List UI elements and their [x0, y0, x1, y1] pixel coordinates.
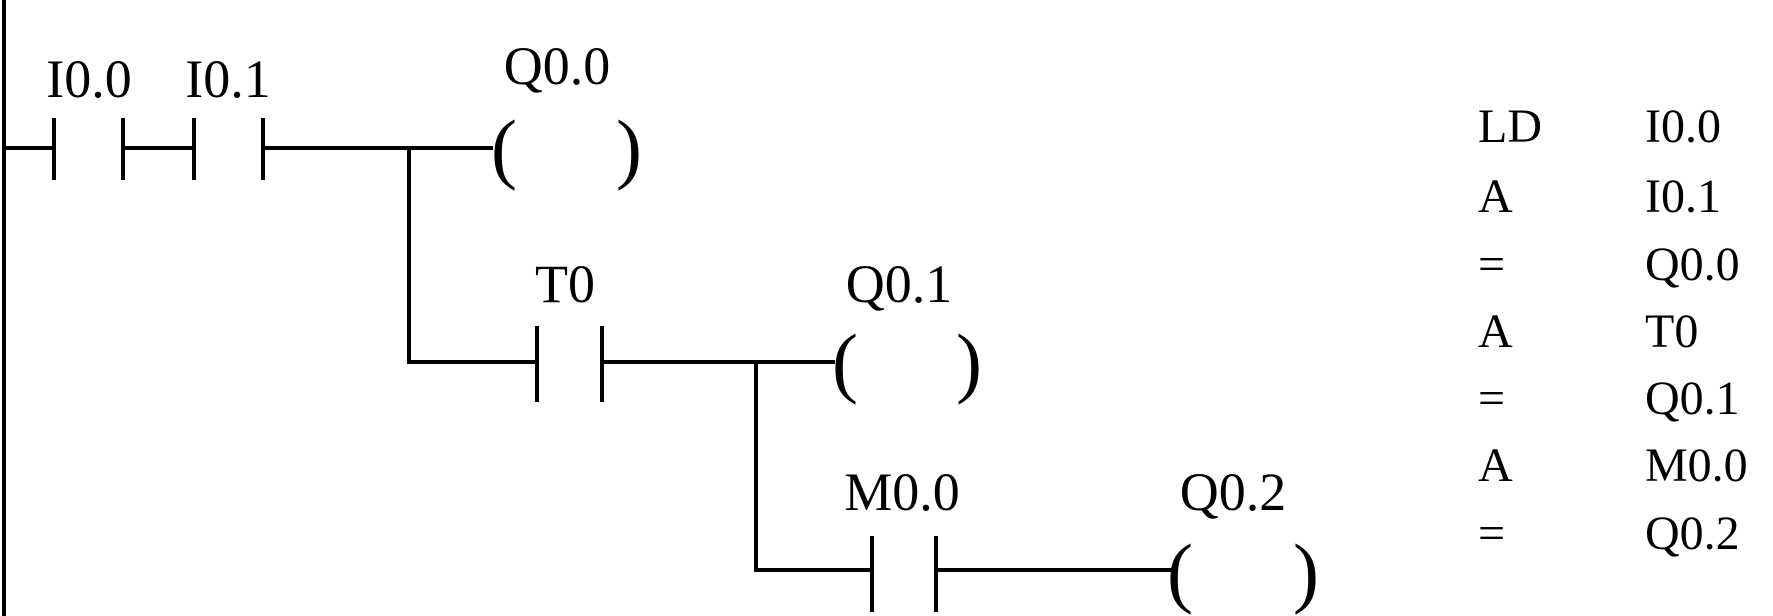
stl-op: = [1478, 507, 1505, 560]
contact-t0: T0 [535, 254, 604, 402]
stl-operand: M0.0 [1645, 439, 1748, 492]
branch-wire-2 [754, 362, 872, 572]
stl-op: A [1478, 170, 1513, 223]
contact-m0-0: M0.0 [844, 462, 960, 612]
stl-operand: I0.0 [1645, 100, 1721, 153]
branch-wire-1 [407, 148, 537, 364]
coil-q0-2: Q0.2 ( ) [1167, 462, 1319, 615]
stl-op: = [1478, 372, 1505, 425]
coil-close-paren: ) [1293, 528, 1319, 615]
contact-i0-0: I0.0 [46, 49, 132, 180]
contact-i0-1: I0.1 [185, 49, 271, 180]
stl-operand: Q0.1 [1645, 372, 1740, 425]
coil-open-paren: ( [1167, 528, 1193, 615]
coil-close-paren: ) [616, 104, 642, 191]
coil-label: Q0.1 [846, 254, 953, 314]
contact-label: M0.0 [844, 462, 960, 522]
coil-q0-1: Q0.1 ( ) [832, 254, 982, 405]
coil-label: Q0.2 [1180, 462, 1287, 522]
stl-op: LD [1478, 100, 1542, 153]
stl-op: A [1478, 305, 1513, 358]
stl-operand: I0.1 [1645, 170, 1721, 223]
stl-op: A [1478, 439, 1513, 492]
contact-label: I0.0 [46, 49, 131, 109]
stl-operand: T0 [1645, 305, 1698, 358]
coil-open-paren: ( [491, 104, 517, 191]
coil-open-paren: ( [832, 318, 858, 405]
statement-list: LD I0.0 A I0.1 = Q0.0 A T0 = Q0.1 A M0.0… [1478, 100, 1748, 560]
contact-label: T0 [535, 254, 595, 314]
stl-op: = [1478, 238, 1505, 291]
stl-operand: Q0.0 [1645, 238, 1740, 291]
contact-label: I0.1 [185, 49, 270, 109]
coil-q0-0: Q0.0 ( ) [491, 36, 642, 191]
coil-label: Q0.0 [504, 36, 611, 96]
stl-operand: Q0.2 [1645, 507, 1740, 560]
coil-close-paren: ) [956, 318, 982, 405]
